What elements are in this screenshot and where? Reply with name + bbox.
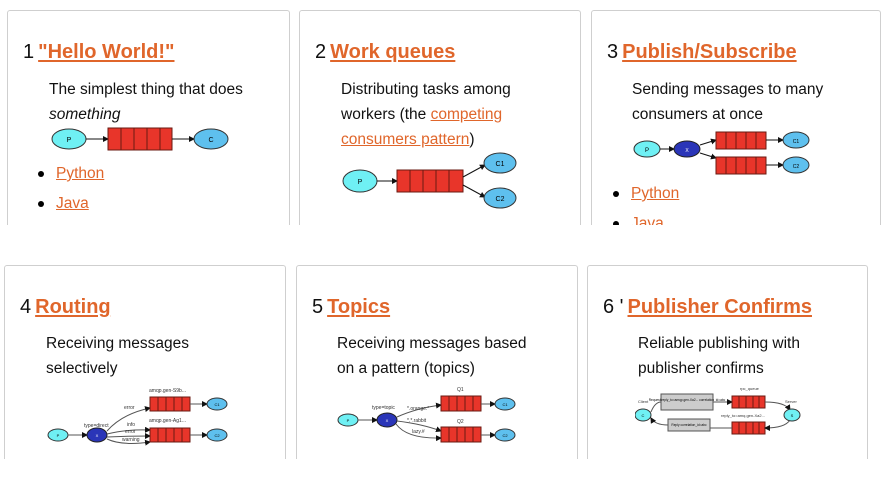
card-heading: 6 'Publisher Confirms [603, 296, 812, 318]
tutorial-title-link[interactable]: Work queues [330, 41, 456, 63]
svg-text:error: error [124, 405, 135, 411]
topics-diagram: P X type=topic *.orange.* *.*.rabbit laz… [337, 387, 516, 443]
svg-text:lazy.#: lazy.# [412, 429, 425, 435]
svg-text:Reply correlation_id=abc: Reply correlation_id=abc [671, 423, 707, 427]
queue [107, 127, 173, 151]
svg-text:C: C [642, 413, 645, 418]
svg-text:*.orange.*: *.orange.* [407, 406, 429, 412]
svg-text:C: C [208, 137, 213, 144]
tutorial-description: Distributing tasks among workers (the co… [341, 81, 511, 148]
publisher-confirms-diagram: Client C Request reply_to=amqp.gen-Xa2..… [635, 386, 801, 435]
svg-text:reply_to=amq.gen-Xa2...: reply_to=amq.gen-Xa2... [721, 413, 765, 418]
svg-text:type=direct: type=direct [84, 423, 109, 429]
competing-consumers-link[interactable]: competing consumers pattern [341, 106, 503, 148]
language-link-java[interactable]: Java [631, 215, 664, 225]
svg-text:type=topic: type=topic [372, 405, 395, 411]
svg-text:error: error [125, 429, 136, 435]
svg-text:X: X [386, 418, 389, 423]
language-link-python[interactable]: Python [631, 185, 680, 202]
svg-text:C2: C2 [502, 433, 508, 438]
svg-text:rpc_queue: rpc_queue [740, 386, 760, 391]
language-list: Python Java [613, 181, 679, 225]
svg-text:X: X [96, 433, 99, 438]
svg-text:warning: warning [122, 437, 140, 443]
svg-text:P: P [645, 148, 649, 154]
tutorial-title-link[interactable]: Publish/Subscribe [622, 41, 797, 63]
svg-text:Q1: Q1 [457, 387, 464, 393]
svg-text:S: S [791, 413, 794, 418]
svg-text:amqp.gen-S9b...: amqp.gen-S9b... [149, 388, 186, 394]
tutorial-description: Receiving messages selectively [46, 335, 190, 377]
tutorial-title-link[interactable]: "Hello World!" [38, 41, 175, 63]
svg-text:P: P [358, 179, 363, 186]
svg-text:C1: C1 [502, 402, 508, 407]
svg-text:Q2: Q2 [457, 419, 464, 425]
work-queues-diagram: P C1 C2 [342, 152, 517, 209]
svg-text:C1: C1 [496, 161, 505, 168]
tutorial-description: Sending messages to many consumers at on… [632, 81, 824, 123]
tutorial-title-link[interactable]: Routing [35, 296, 111, 318]
svg-text:P: P [67, 137, 72, 144]
language-list: Python Java [38, 161, 104, 221]
svg-text:Server: Server [785, 399, 797, 404]
svg-text:C2: C2 [214, 433, 220, 438]
language-link-java[interactable]: Java [56, 195, 89, 212]
publish-subscribe-diagram: P X C1 C2 [633, 131, 810, 175]
consumer-node [193, 128, 229, 150]
svg-text:P: P [57, 433, 60, 438]
svg-text:C1: C1 [793, 139, 800, 145]
svg-text:P: P [347, 418, 350, 423]
hello-world-diagram: P C [51, 127, 229, 151]
tutorial-description: Reliable publishing with publisher confi… [638, 335, 800, 377]
routing-diagram: P X type=direct error info error warning… [47, 388, 228, 446]
svg-text:Client: Client [638, 399, 649, 404]
svg-text:C2: C2 [496, 196, 505, 203]
tutorial-card-6: 6 'Publisher Confirms Reliable publishin… [587, 265, 868, 459]
svg-text:*.*.rabbit: *.*.rabbit [407, 418, 427, 424]
svg-text:X: X [685, 148, 689, 154]
tutorial-title-link[interactable]: Publisher Confirms [627, 296, 812, 318]
svg-text:Request reply_to=amqp.gen-Xa2.: Request reply_to=amqp.gen-Xa2... correla… [649, 398, 726, 402]
tutorial-card-1: 1"Hello World!" The simplest thing that … [7, 10, 290, 225]
svg-text:amqp.gen-Ag1...: amqp.gen-Ag1... [149, 418, 186, 424]
svg-text:info: info [127, 422, 135, 428]
svg-text:C2: C2 [793, 164, 800, 170]
card-heading: 1"Hello World!" [23, 41, 175, 63]
tutorial-description: Receiving messages based on a pattern (t… [337, 335, 527, 377]
language-link-python[interactable]: Python [56, 165, 105, 182]
svg-text:C1: C1 [214, 402, 220, 407]
tutorial-title-link[interactable]: Topics [327, 296, 391, 318]
